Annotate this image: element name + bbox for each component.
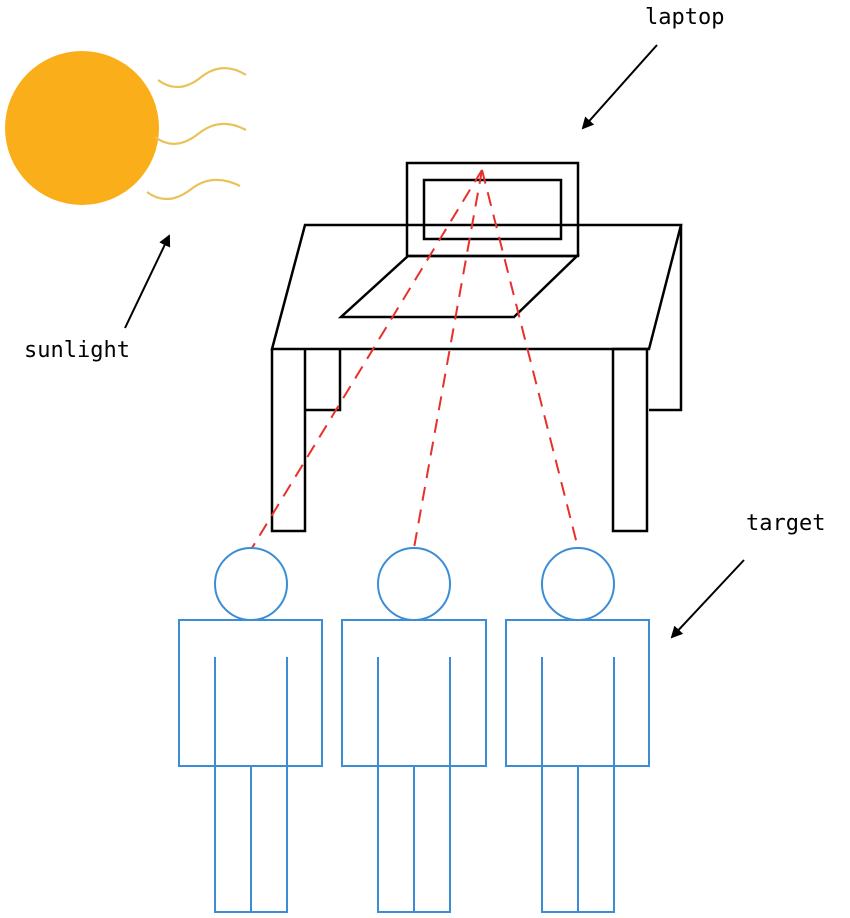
person-torso bbox=[178, 619, 323, 767]
ray-middle bbox=[413, 169, 483, 549]
sunlight-label: sunlight bbox=[24, 338, 130, 363]
table-top bbox=[270, 223, 683, 351]
sun-disc bbox=[5, 51, 159, 205]
laptop-label: laptop bbox=[645, 5, 724, 30]
person-legs bbox=[214, 766, 288, 913]
table-front-right-leg bbox=[611, 347, 649, 533]
person-torso bbox=[341, 619, 487, 767]
sunlight-arrow bbox=[124, 234, 171, 329]
person-head bbox=[541, 547, 615, 621]
ray-left bbox=[251, 169, 483, 549]
person-torso bbox=[505, 619, 650, 767]
target-people bbox=[178, 547, 650, 913]
ray-right bbox=[481, 169, 579, 549]
laptop-keyboard-base bbox=[337, 254, 581, 319]
laptop-lid bbox=[405, 161, 580, 258]
person-left bbox=[178, 547, 323, 913]
sun-wave-2 bbox=[154, 122, 247, 145]
person-right bbox=[505, 547, 650, 913]
sun bbox=[5, 51, 247, 205]
sun-wave-3 bbox=[146, 178, 241, 201]
laptop-screen bbox=[422, 178, 563, 241]
laptop bbox=[337, 161, 581, 319]
target-label: target bbox=[746, 511, 825, 536]
table-back-left-leg bbox=[305, 349, 342, 412]
table bbox=[270, 223, 683, 533]
table-back-right-edge bbox=[649, 225, 683, 412]
person-legs bbox=[377, 766, 451, 913]
person-head bbox=[377, 547, 451, 621]
sun-wave-1 bbox=[157, 67, 247, 89]
person-middle bbox=[341, 547, 487, 913]
table-front-left-leg bbox=[270, 349, 307, 533]
viewing-rays bbox=[251, 169, 579, 549]
target-arrow bbox=[670, 559, 745, 639]
laptop-arrow bbox=[581, 44, 658, 130]
person-head bbox=[214, 547, 288, 621]
person-legs bbox=[541, 766, 615, 913]
sun-rays bbox=[146, 67, 247, 201]
